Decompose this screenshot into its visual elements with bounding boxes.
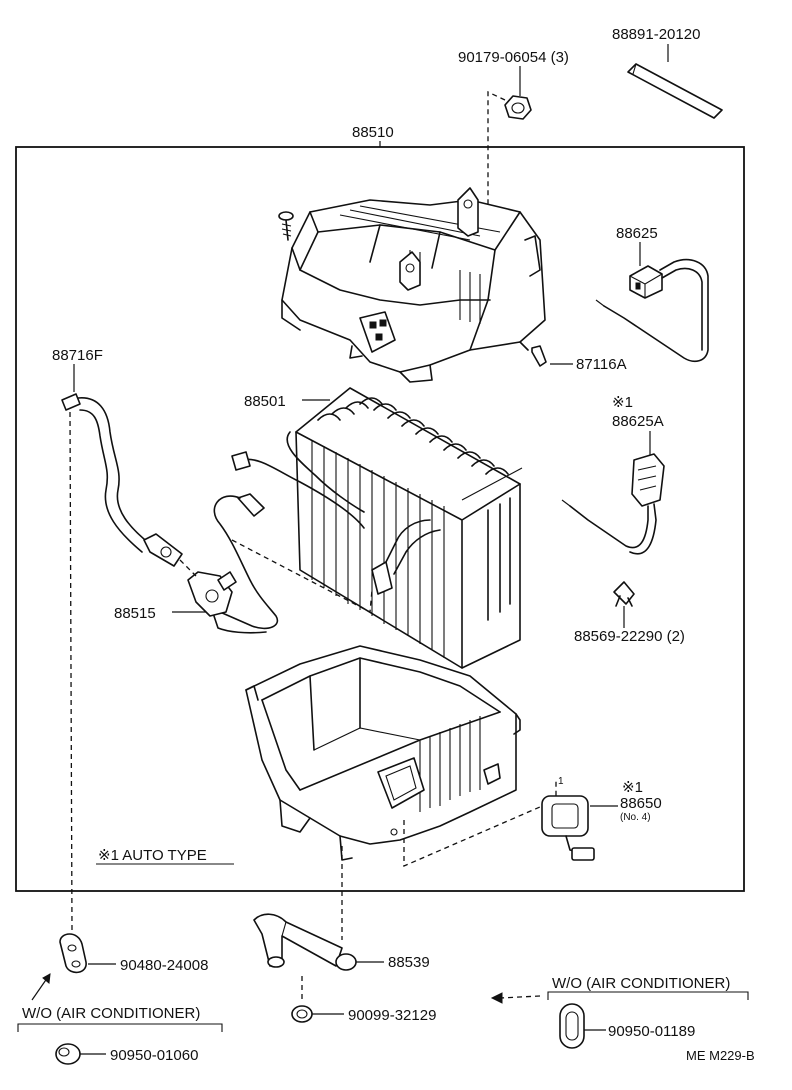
label-auto-type: ※1 AUTO TYPE xyxy=(98,847,207,864)
label-88625A: 88625A xyxy=(612,413,664,430)
label-auto-mark-88625A: ※1 xyxy=(612,394,633,411)
sensor-88650 xyxy=(541,795,595,861)
thermistor-88625 xyxy=(595,258,709,363)
label-87116A: 87116A xyxy=(576,356,627,373)
label-88625: 88625 xyxy=(616,225,658,242)
dash-valve-to-pipe xyxy=(179,559,197,577)
label-drawing-code: ME M229-B xyxy=(686,1048,755,1063)
dash-pipe-to-grommet xyxy=(69,411,73,931)
grommet-90099 xyxy=(291,1005,313,1023)
screw-part xyxy=(278,211,294,241)
label-88716F: 88716F xyxy=(52,347,103,364)
evaporator-core-88501 xyxy=(231,387,523,669)
label-88650: 88650 xyxy=(620,795,662,812)
dash-valve-to-evaporator xyxy=(231,539,373,614)
label-88510: 88510 xyxy=(352,124,394,141)
grommet-90480 xyxy=(59,933,87,974)
bracket-wo-ac-right xyxy=(547,991,749,1000)
label-callout-1: 1 xyxy=(558,776,564,787)
label-88891-20120: 88891-20120 xyxy=(612,26,700,43)
label-wo-ac-right: W/O (AIR CONDITIONER) xyxy=(552,975,730,992)
bracket-wo-ac-left xyxy=(17,1023,223,1032)
dash-case-to-88650 xyxy=(403,780,557,867)
clip-88569 xyxy=(613,581,635,607)
sensor-cord xyxy=(213,493,279,630)
label-90179-06054: 90179-06054 (3) xyxy=(458,49,569,66)
nut-part xyxy=(504,95,532,120)
plug-90950-01189 xyxy=(559,1003,585,1049)
expansion-valve-88515 xyxy=(187,571,267,634)
label-88501: 88501 xyxy=(244,393,286,410)
suction-pipe-88716F xyxy=(61,393,183,567)
arrow-wo-ac-left-head xyxy=(42,973,51,984)
sensor-88625A xyxy=(561,453,665,555)
drain-hose-88539 xyxy=(253,913,357,971)
label-90950-01060: 90950-01060 xyxy=(110,1047,198,1064)
arrow-wo-ac-right-shaft xyxy=(499,995,541,999)
arrow-wo-ac-right-head xyxy=(490,992,503,1004)
clip-87116A xyxy=(531,345,547,367)
label-88569-22290: 88569-22290 (2) xyxy=(574,628,685,645)
label-88515: 88515 xyxy=(114,605,156,622)
label-90099-32129: 90099-32129 xyxy=(348,1007,436,1024)
label-wo-ac-left: W/O (AIR CONDITIONER) xyxy=(22,1005,200,1022)
label-90480-24008: 90480-24008 xyxy=(120,957,208,974)
label-auto-mark-88650: ※1 xyxy=(622,779,643,796)
label-88539: 88539 xyxy=(388,954,430,971)
upper-evaporator-case xyxy=(281,187,546,383)
seal-strip-part xyxy=(627,63,723,119)
dash-nut-to-case xyxy=(487,90,506,210)
label-88650-note: (No. 4) xyxy=(620,812,651,823)
plug-90950-01060 xyxy=(55,1043,81,1065)
label-90950-01189: 90950-01189 xyxy=(608,1023,695,1040)
lower-evaporator-case xyxy=(245,645,521,861)
